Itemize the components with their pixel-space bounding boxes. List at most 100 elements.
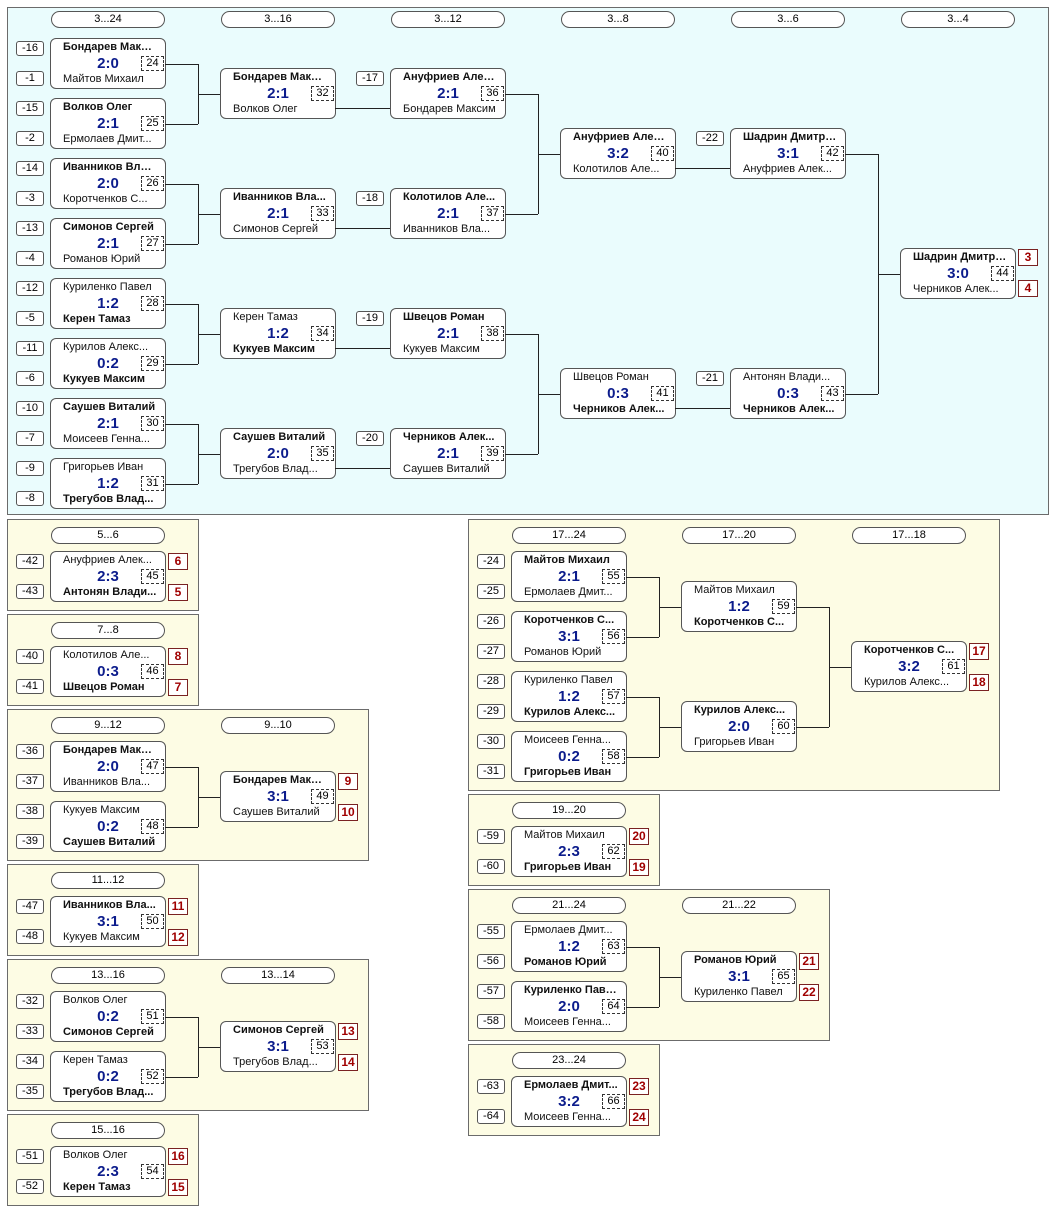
round-header[interactable]: 3...16 [221, 11, 335, 28]
player-top: Кукуев Максим [63, 804, 140, 816]
round-header[interactable]: 17...18 [852, 527, 966, 544]
connector-line [675, 408, 730, 409]
seed-label: -26 [477, 614, 505, 629]
seed-label: -11 [16, 341, 44, 356]
player-top: Бондарев Максим [63, 41, 157, 53]
final-place: 20 [629, 828, 649, 845]
round-header[interactable]: 9...12 [51, 717, 165, 734]
round-header[interactable]: 7...8 [51, 622, 165, 639]
round-header[interactable]: 21...22 [682, 897, 796, 914]
seed-label: -42 [16, 554, 44, 569]
round-header[interactable]: 15...16 [51, 1122, 165, 1139]
round-header[interactable]: 21...24 [512, 897, 626, 914]
seed-label: -43 [16, 584, 44, 599]
final-place: 17 [969, 643, 989, 660]
round-header[interactable]: 17...20 [682, 527, 796, 544]
player-bottom: Трегубов Влад... [233, 1056, 318, 1068]
seed-label: -13 [16, 221, 44, 236]
final-place: 11 [168, 898, 188, 915]
round-header[interactable]: 3...4 [901, 11, 1015, 28]
match-number: 52 [141, 1069, 164, 1084]
match-score: 1:2 [558, 688, 580, 705]
match-number: 66 [602, 1094, 625, 1109]
match-score: 3:1 [728, 968, 750, 985]
player-bottom: Волков Олег [233, 103, 298, 115]
round-header[interactable]: 3...24 [51, 11, 165, 28]
round-header[interactable]: 19...20 [512, 802, 626, 819]
match-score: 2:0 [97, 758, 119, 775]
connector-line [335, 468, 390, 469]
player-bottom: Трегубов Влад... [63, 493, 154, 505]
player-bottom: Симонов Сергей [63, 1026, 154, 1038]
round-header[interactable]: 9...10 [221, 717, 335, 734]
player-top: Шадрин Дмитрий [743, 131, 837, 143]
round-header[interactable]: 23...24 [512, 1052, 626, 1069]
round-header[interactable]: 13...14 [221, 967, 335, 984]
round-header[interactable]: 3...12 [391, 11, 505, 28]
player-bottom: Антонян Влади... [63, 586, 157, 598]
match-score: 2:0 [97, 55, 119, 72]
connector-line [796, 607, 829, 608]
player-bottom: Ануфриев Алек... [743, 163, 832, 175]
round-header[interactable]: 11...12 [51, 872, 165, 889]
connector-line [626, 697, 659, 698]
round-header[interactable]: 3...6 [731, 11, 845, 28]
final-place: 13 [338, 1023, 358, 1040]
seed-label: -25 [477, 584, 505, 599]
round-header[interactable]: 5...6 [51, 527, 165, 544]
round-header[interactable]: 17...24 [512, 527, 626, 544]
match-score: 2:0 [267, 445, 289, 462]
seed-label: -59 [477, 829, 505, 844]
seed-label: -34 [16, 1054, 44, 1069]
round-header[interactable]: 13...16 [51, 967, 165, 984]
player-top: Керен Тамаз [63, 1054, 128, 1066]
match-score: 0:2 [97, 1008, 119, 1025]
final-place: 5 [168, 584, 188, 601]
round-header[interactable]: 3...8 [561, 11, 675, 28]
player-bottom: Курилов Алекс... [524, 706, 616, 718]
